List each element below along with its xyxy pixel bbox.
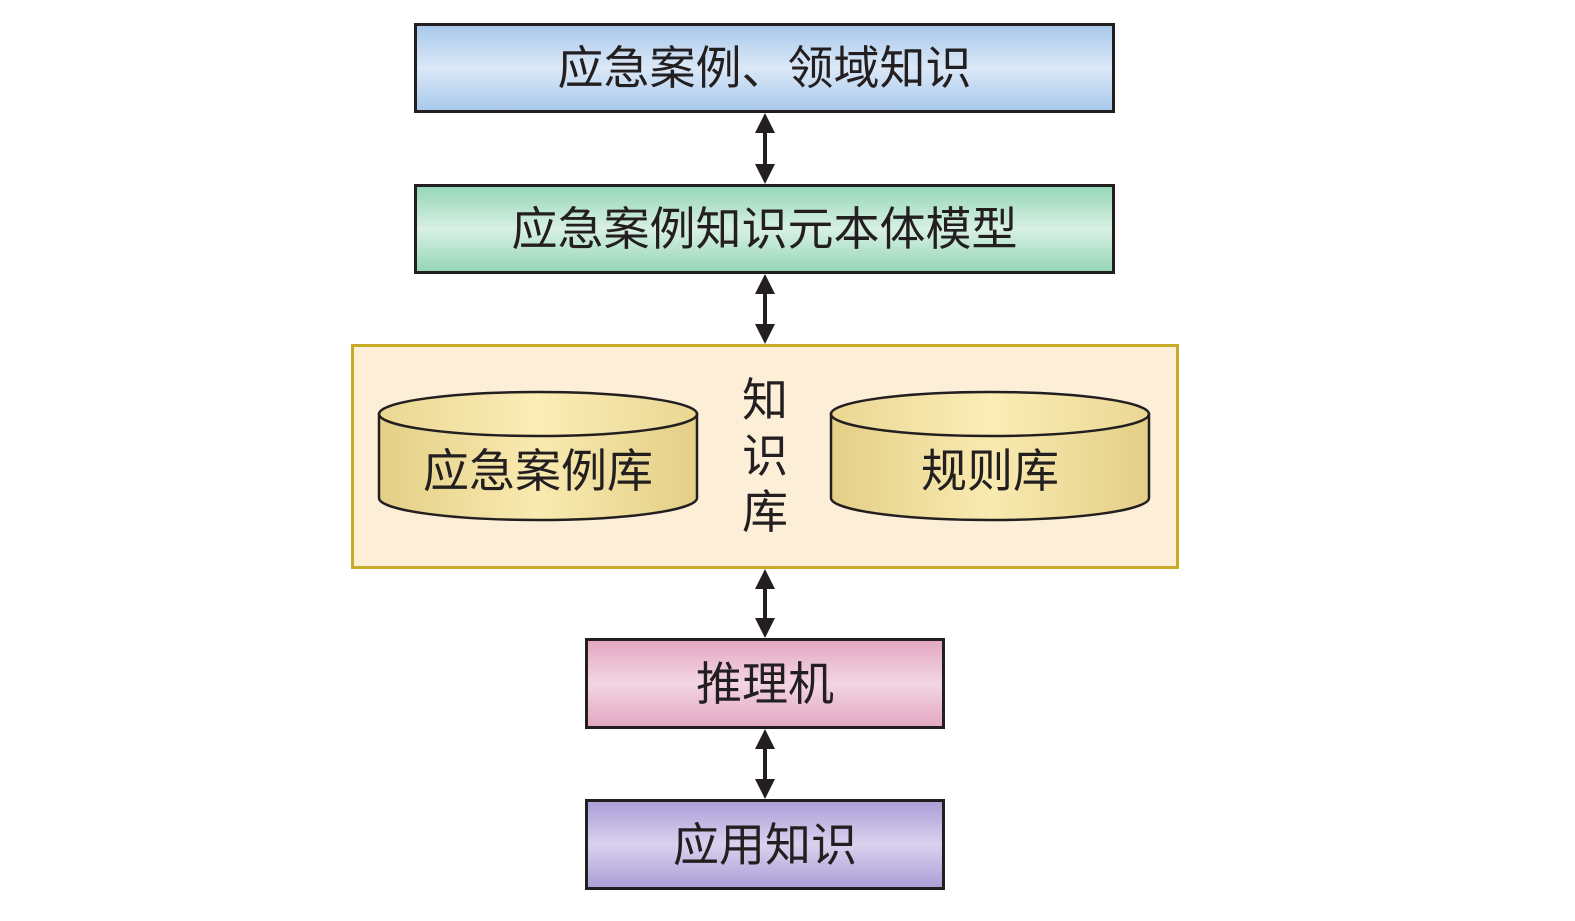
node-applied-knowledge: 应用知识	[585, 799, 945, 890]
node-ontology-model: 应急案例知识元本体模型	[414, 184, 1115, 274]
bidirectional-arrow-2	[750, 274, 780, 344]
bidirectional-arrow-1	[750, 113, 780, 184]
bidirectional-arrow-4	[750, 729, 780, 799]
cylinder-icon	[377, 390, 699, 522]
node-label: 应急案例、领域知识	[557, 41, 972, 95]
database-label: 应急案例库	[423, 444, 653, 498]
node-label: 应急案例知识元本体模型	[511, 202, 1018, 256]
node-emergency-cases-domain-knowledge: 应急案例、领域知识	[414, 23, 1115, 113]
kb-label-char: 知	[742, 373, 788, 427]
database-label: 规则库	[921, 444, 1059, 498]
cylinder-icon	[829, 390, 1151, 522]
node-label: 应用知识	[673, 817, 857, 872]
kb-label-char: 库	[742, 485, 788, 539]
node-label: 推理机	[696, 656, 834, 711]
kb-label-char: 识	[742, 429, 788, 483]
bidirectional-arrow-3	[750, 569, 780, 638]
database-rule-library: 规则库	[829, 390, 1151, 522]
node-inference-engine: 推理机	[585, 638, 945, 729]
database-case-library: 应急案例库	[377, 390, 699, 522]
knowledge-base-label: 知 识 库	[738, 372, 792, 540]
